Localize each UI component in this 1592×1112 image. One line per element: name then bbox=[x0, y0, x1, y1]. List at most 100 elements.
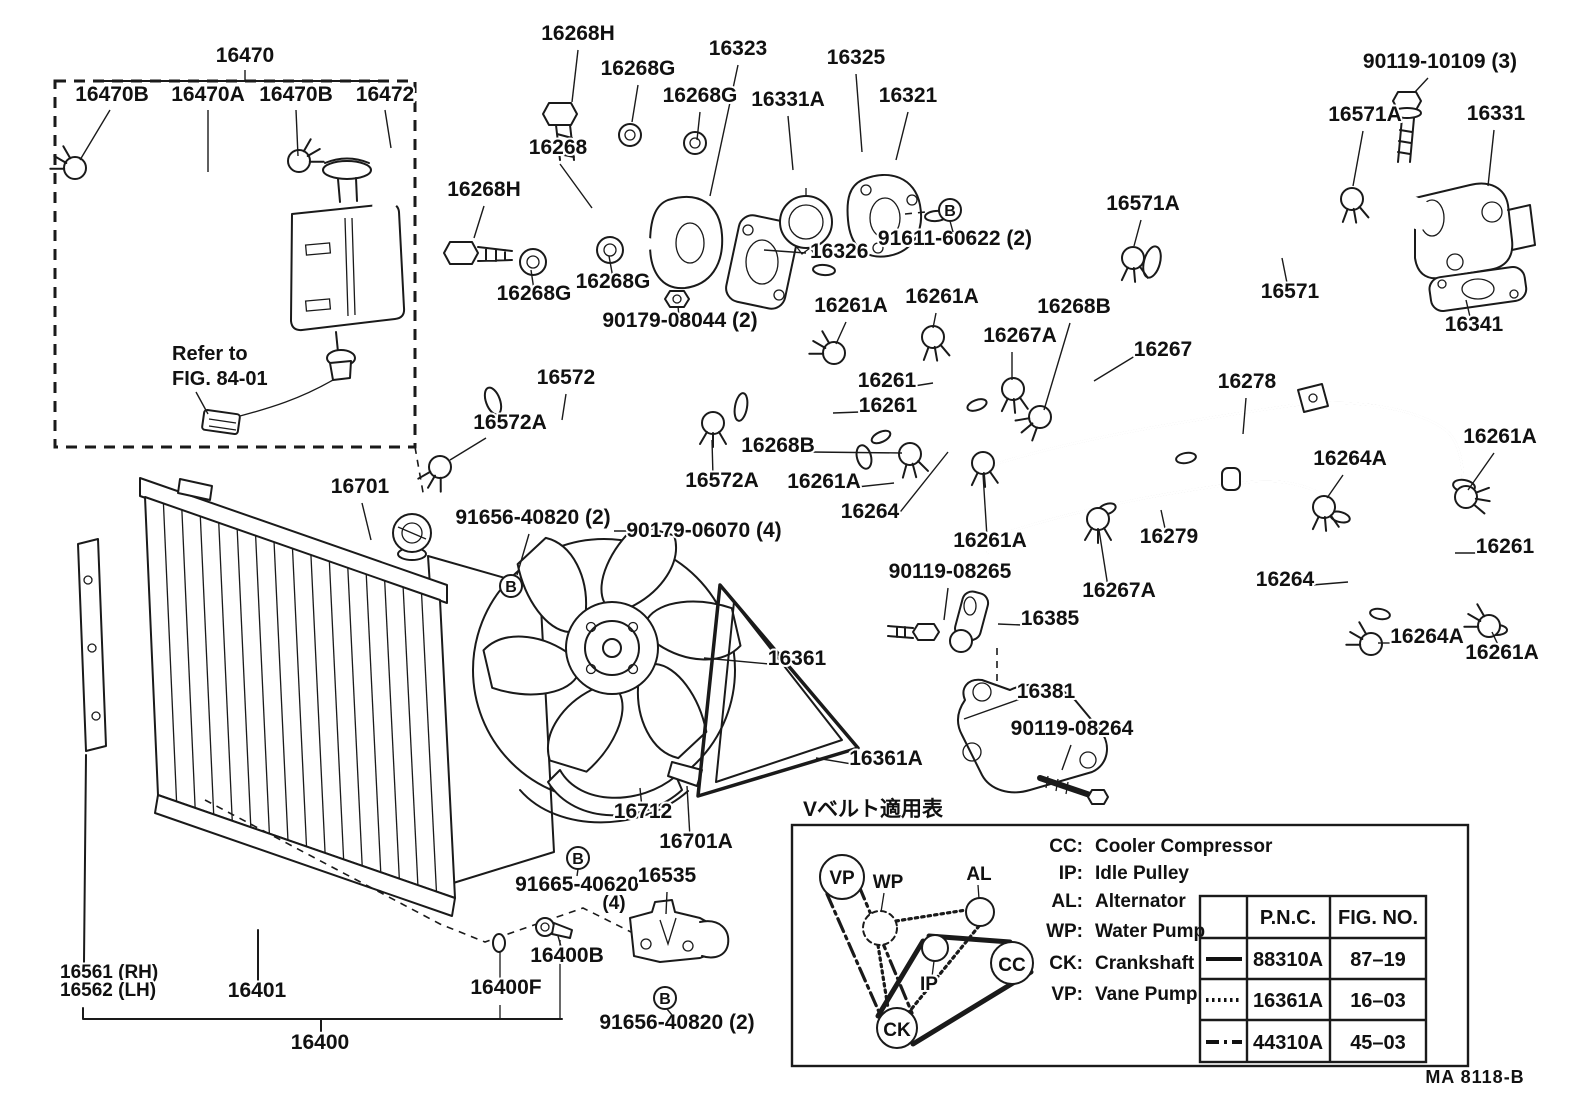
label-leader-line bbox=[855, 73, 863, 153]
circled-letter-marker: B bbox=[566, 846, 590, 877]
shroud-lower-piece bbox=[547, 769, 683, 817]
label-leader-line bbox=[79, 109, 111, 161]
table-pnc-cell: 44310A bbox=[1253, 1032, 1323, 1054]
part-number-label: 16470B bbox=[75, 83, 149, 106]
label-leader-line bbox=[195, 391, 209, 415]
part-number-label: 16325 bbox=[827, 46, 886, 69]
part-number-label: 16279 bbox=[1140, 525, 1198, 548]
fan-blade bbox=[600, 523, 677, 608]
grommet-16400F bbox=[492, 933, 506, 953]
hose-clamp bbox=[49, 145, 87, 180]
label-leader-line bbox=[787, 115, 794, 171]
legend-abbr: CK: bbox=[1049, 953, 1083, 974]
part-number-label: 16361A bbox=[849, 747, 923, 770]
radiator-fins bbox=[162, 503, 438, 892]
belt-44310A-dashdot bbox=[825, 884, 914, 1015]
hose-end bbox=[733, 392, 749, 422]
reserve-tank-cap bbox=[322, 160, 372, 180]
part-number-label: 16268 bbox=[529, 136, 588, 159]
part-number-label: 16701 bbox=[331, 475, 390, 498]
radiator-top-tank bbox=[139, 477, 448, 604]
label-leader-line bbox=[1043, 322, 1071, 411]
hose-clamp bbox=[287, 138, 325, 173]
label-leader-line bbox=[1098, 529, 1109, 588]
part-number-label: 16261A bbox=[953, 529, 1027, 552]
part-number-label: 16268G bbox=[663, 84, 738, 107]
pulley-WP bbox=[862, 910, 898, 946]
thermostat-parts bbox=[443, 102, 937, 310]
label-leader-line bbox=[473, 205, 485, 239]
gasket-16326 bbox=[725, 214, 799, 310]
table-pnc-cell: 88310A bbox=[1253, 949, 1323, 971]
hose-clamps bbox=[49, 138, 1501, 656]
label-leader-line bbox=[1467, 452, 1495, 491]
part-number-label: 16385 bbox=[1021, 607, 1080, 630]
part-number-label: 16268G bbox=[601, 57, 676, 80]
legend-abbr: IP: bbox=[1059, 863, 1083, 884]
part-number-label: 16470A bbox=[171, 83, 245, 106]
reserve-tank-assembly bbox=[53, 79, 417, 449]
part-number-label: 16261 bbox=[859, 394, 918, 417]
part-number-label: 16561 (RH) bbox=[60, 962, 158, 983]
label-leader-line bbox=[1414, 77, 1429, 93]
part-number-label: 16264 bbox=[841, 500, 900, 523]
legend-abbr: CC: bbox=[1049, 836, 1083, 857]
hose-end bbox=[483, 386, 503, 416]
part-number-label: 16261 bbox=[1476, 535, 1535, 558]
label-leader-line bbox=[1061, 744, 1072, 771]
v-belt-16361A bbox=[696, 583, 860, 798]
part-number-label: 16571A bbox=[1328, 103, 1402, 126]
fan-blade bbox=[482, 635, 578, 696]
label-leader-line bbox=[896, 451, 949, 517]
part-number-label: 16261A bbox=[905, 285, 979, 308]
part-number-label: 16472 bbox=[356, 83, 414, 106]
housing-16331 bbox=[1414, 182, 1514, 280]
part-number-label: 16261A bbox=[787, 470, 861, 493]
circled-letter-marker: B bbox=[938, 198, 962, 233]
legend-abbr: WP: bbox=[1046, 921, 1083, 942]
hose-clamp bbox=[1084, 507, 1112, 544]
part-number-label: 16267A bbox=[1082, 579, 1156, 602]
part-number-label: 91656-40820 (2) bbox=[455, 506, 610, 529]
part-number-label: 16323 bbox=[709, 37, 767, 60]
hose-end bbox=[812, 263, 836, 277]
part-number-label: 16341 bbox=[1445, 313, 1504, 336]
table-header: P.N.C. bbox=[1260, 907, 1316, 929]
label-leader-line bbox=[997, 623, 1023, 626]
part-number-label: 16267A bbox=[983, 324, 1057, 347]
label-leader-line bbox=[932, 312, 937, 329]
pulley-CK bbox=[876, 1007, 918, 1049]
table-header: FIG. NO. bbox=[1338, 907, 1418, 929]
label-leader-line bbox=[639, 787, 643, 809]
label-leader-line bbox=[696, 111, 701, 141]
part-number-label: 16572A bbox=[685, 469, 759, 492]
part-number-label: 91656-40820 (2) bbox=[599, 1011, 754, 1034]
label-leader-line bbox=[1491, 631, 1501, 650]
part-number-label: 16326 bbox=[810, 240, 868, 263]
part-number-label: 16261A bbox=[814, 294, 888, 317]
part-number-label: 16268H bbox=[541, 22, 615, 45]
hose-clamp bbox=[1454, 485, 1491, 515]
legend-name: Water Pump bbox=[1095, 921, 1205, 942]
svg-text:B: B bbox=[572, 851, 584, 868]
part-number-label: 16261A bbox=[1465, 641, 1539, 664]
hose-clamp bbox=[898, 442, 929, 479]
pulley-IP bbox=[921, 934, 949, 962]
part-number-label: 16278 bbox=[1218, 370, 1277, 393]
hose-clamp bbox=[1345, 621, 1383, 656]
hose-clamp bbox=[417, 455, 452, 493]
label-leader-line bbox=[943, 587, 949, 621]
label-leader-line bbox=[677, 305, 680, 318]
hose-clamp bbox=[921, 325, 951, 362]
label-leader-line bbox=[449, 437, 487, 461]
part-number-label: 16264A bbox=[1390, 625, 1464, 648]
hose-end bbox=[1369, 607, 1391, 621]
part-number-label: 16535 bbox=[638, 864, 697, 887]
part-number-label: (4) bbox=[602, 893, 625, 914]
part-number-label: 90179-08044 (2) bbox=[602, 309, 757, 332]
hose-clamp bbox=[699, 411, 727, 448]
circled-letter-marker: B bbox=[499, 533, 530, 598]
